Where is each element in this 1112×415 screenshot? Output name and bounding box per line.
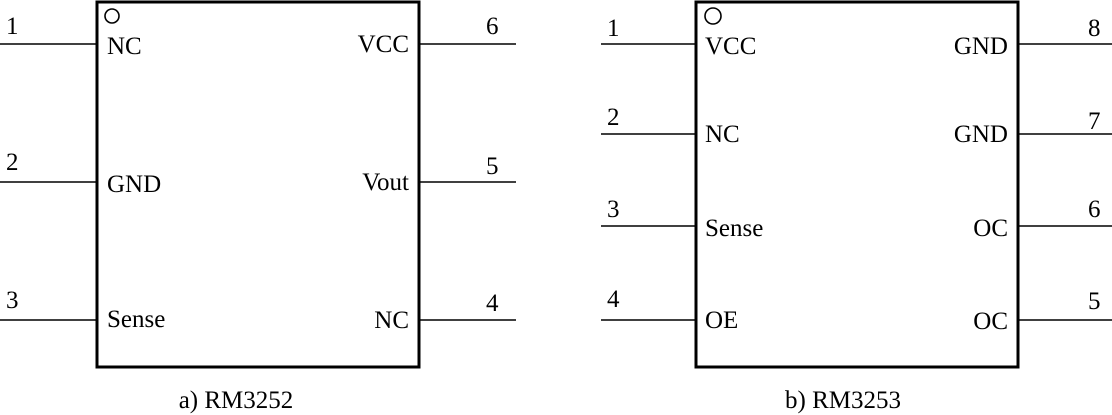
right-pin-6: 6 VCC (358, 13, 516, 58)
pin-number: 1 (607, 15, 620, 42)
pin-number: 8 (1088, 15, 1101, 42)
pin-number: 2 (6, 149, 19, 176)
right-pin-4: 4 NC (374, 290, 516, 334)
pin-number: 3 (607, 196, 620, 223)
left-pin-4: 4 OE (601, 286, 738, 334)
chip-rm3253: 1 VCC 2 NC 3 Sense 4 OE 8 GND 7 GND (601, 0, 1112, 414)
pin-label: GND (954, 33, 1008, 60)
pin-number: 5 (1088, 288, 1101, 315)
right-pin-5: 5 OC (973, 288, 1112, 335)
pin-label: NC (374, 307, 409, 334)
chip-body (694, 0, 1020, 369)
right-pin-7: 7 GND (954, 108, 1112, 148)
right-pin-8: 8 GND (954, 15, 1112, 60)
pin-label: OE (705, 307, 738, 334)
pin-label: VCC (705, 33, 756, 60)
pin-label: OC (973, 308, 1008, 335)
pin-number: 4 (607, 286, 620, 313)
left-pin-2: 2 GND (0, 149, 161, 198)
chip-rm3252: 1 NC 2 GND 3 Sense 6 VCC 5 Vout 4 NC (0, 0, 516, 414)
right-pin-5: 5 Vout (362, 153, 516, 196)
left-pin-1: 1 NC (0, 13, 142, 60)
left-pin-3: 3 Sense (601, 196, 763, 242)
pin-label: NC (705, 121, 740, 148)
pin-label: NC (107, 33, 142, 60)
chip-caption: b) RM3253 (785, 387, 901, 414)
pin1-indicator-icon (104, 8, 120, 24)
left-pin-3: 3 Sense (0, 287, 165, 333)
pin-label: VCC (358, 31, 409, 58)
pin-label: Sense (107, 306, 165, 333)
pin-label: OC (973, 215, 1008, 242)
pin-label: Sense (705, 215, 763, 242)
pin1-indicator-icon (704, 7, 722, 25)
pin-label: GND (107, 171, 161, 198)
pin-number: 7 (1088, 108, 1101, 135)
chip-caption: a) RM3252 (179, 387, 294, 414)
chip-body (95, 0, 421, 369)
pin-number: 1 (6, 13, 19, 40)
left-pin-1: 1 VCC (601, 15, 756, 60)
pin-number: 5 (486, 153, 499, 180)
pin-number: 4 (486, 290, 499, 317)
pin-label: GND (954, 121, 1008, 148)
pin-label: Vout (362, 169, 409, 196)
pin-number: 3 (6, 287, 19, 314)
pin-number: 6 (486, 13, 499, 40)
pin-number: 2 (607, 104, 620, 131)
left-pin-2: 2 NC (601, 104, 740, 148)
pin-number: 6 (1088, 196, 1101, 223)
right-pin-6: 6 OC (973, 196, 1112, 242)
